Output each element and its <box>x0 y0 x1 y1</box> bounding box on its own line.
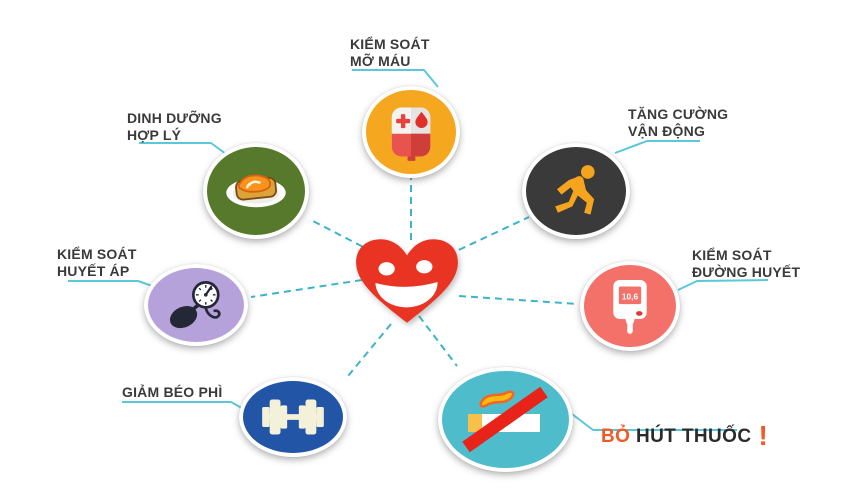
label-bo-hut-thuoc: BỎ HÚT THUỐC! <box>601 400 769 451</box>
blood-pressure-gauge-icon <box>169 280 221 328</box>
right-plate-big <box>305 399 317 435</box>
spoke-to-obesity <box>347 323 392 377</box>
callout-blood-sugar <box>677 279 769 291</box>
right-plate-inner <box>298 405 306 429</box>
node-bo-hut-thuoc <box>438 367 573 472</box>
smoke-flame <box>479 390 514 408</box>
cross-v <box>400 114 406 129</box>
runner-body <box>555 176 595 215</box>
pump-bulb <box>169 305 198 328</box>
label-giam-beo-phi: GIẢM BÉO PHÌ <box>122 384 223 400</box>
callout-no-smoking <box>571 413 737 431</box>
label-kiem-soat-huyet-ap: KIỂM SOÁT HUYẾT ÁP <box>57 246 137 279</box>
heart-left-eye <box>378 262 395 276</box>
callout-blood-pressure <box>68 280 156 288</box>
callout-exercise <box>614 140 700 154</box>
label-kiem-soat-duong-huyet: KIỂM SOÁT ĐƯỜNG HUYẾT <box>692 247 801 280</box>
salmon-slice <box>237 174 272 193</box>
left-plate-inner <box>280 405 288 429</box>
callout-obesity <box>122 401 248 412</box>
food-plate-icon <box>226 174 286 208</box>
label-tang-cuong-van-dong: TĂNG CƯỜNG VẬN ĐỘNG <box>628 106 729 139</box>
air-hose <box>204 306 221 319</box>
cigarette-filter <box>467 413 482 432</box>
blood-fill-shade <box>411 133 431 157</box>
node-giam-beo-phi <box>239 377 347 457</box>
label-kiem-soat-mo-mau: KIỂM SOÁT MỠ MÁU <box>350 36 430 69</box>
left-plate-outer <box>262 407 270 427</box>
test-strip <box>627 321 633 334</box>
dumbbell-shape <box>262 399 324 435</box>
left-plate-big <box>269 399 281 435</box>
label-main-hut-thuoc: HÚT THUỐC <box>630 426 752 447</box>
bag-tab <box>407 156 416 161</box>
node-kiem-soat-mo-mau <box>362 86 460 178</box>
heart-smile <box>375 282 438 308</box>
blood-drop <box>415 111 428 129</box>
glucose-meter-icon: 10,6 <box>613 280 647 334</box>
meter-neck <box>625 319 635 324</box>
label-dinh-duong-hop-ly: DINH DƯỠNG HỢP LÝ <box>127 110 222 143</box>
node-tang-cuong-van-dong <box>522 143 630 239</box>
spoke-to-blood-sugar <box>458 295 579 305</box>
exclamation-mark: ! <box>758 420 769 451</box>
right-plate-outer <box>316 407 324 427</box>
label-callout-lines <box>68 69 769 431</box>
meter-reading: 10,6 <box>622 292 639 302</box>
smiling-heart-icon <box>351 237 463 325</box>
callout-blood-fat <box>352 69 439 88</box>
runner-head <box>580 165 595 179</box>
label-accent-bo: BỎ <box>601 426 631 447</box>
meter-screen <box>618 286 642 305</box>
spoke-to-exercise <box>447 216 530 256</box>
gauge-hub <box>204 292 208 297</box>
salmon-swirl <box>245 180 261 189</box>
node-kiem-soat-duong-huyet: 10,6 <box>580 261 680 351</box>
spoke-to-no-smoking <box>418 315 458 367</box>
runner-figure <box>555 165 595 215</box>
no-smoking-icon <box>461 386 548 452</box>
node-kiem-soat-huyet-ap <box>144 264 248 346</box>
heart-graphic <box>356 239 458 323</box>
heart-shape <box>356 239 458 323</box>
prohibition-bar <box>461 386 548 452</box>
dumbbell-icon <box>262 399 324 435</box>
meter-button <box>636 311 643 316</box>
running-person-icon <box>555 165 595 215</box>
spoke-to-blood-pressure <box>250 279 363 298</box>
callout-nutrition <box>139 142 227 155</box>
node-dinh-duong-hop-ly <box>203 143 309 239</box>
heart-right-eye <box>416 260 433 274</box>
blood-bag-icon <box>391 107 431 161</box>
